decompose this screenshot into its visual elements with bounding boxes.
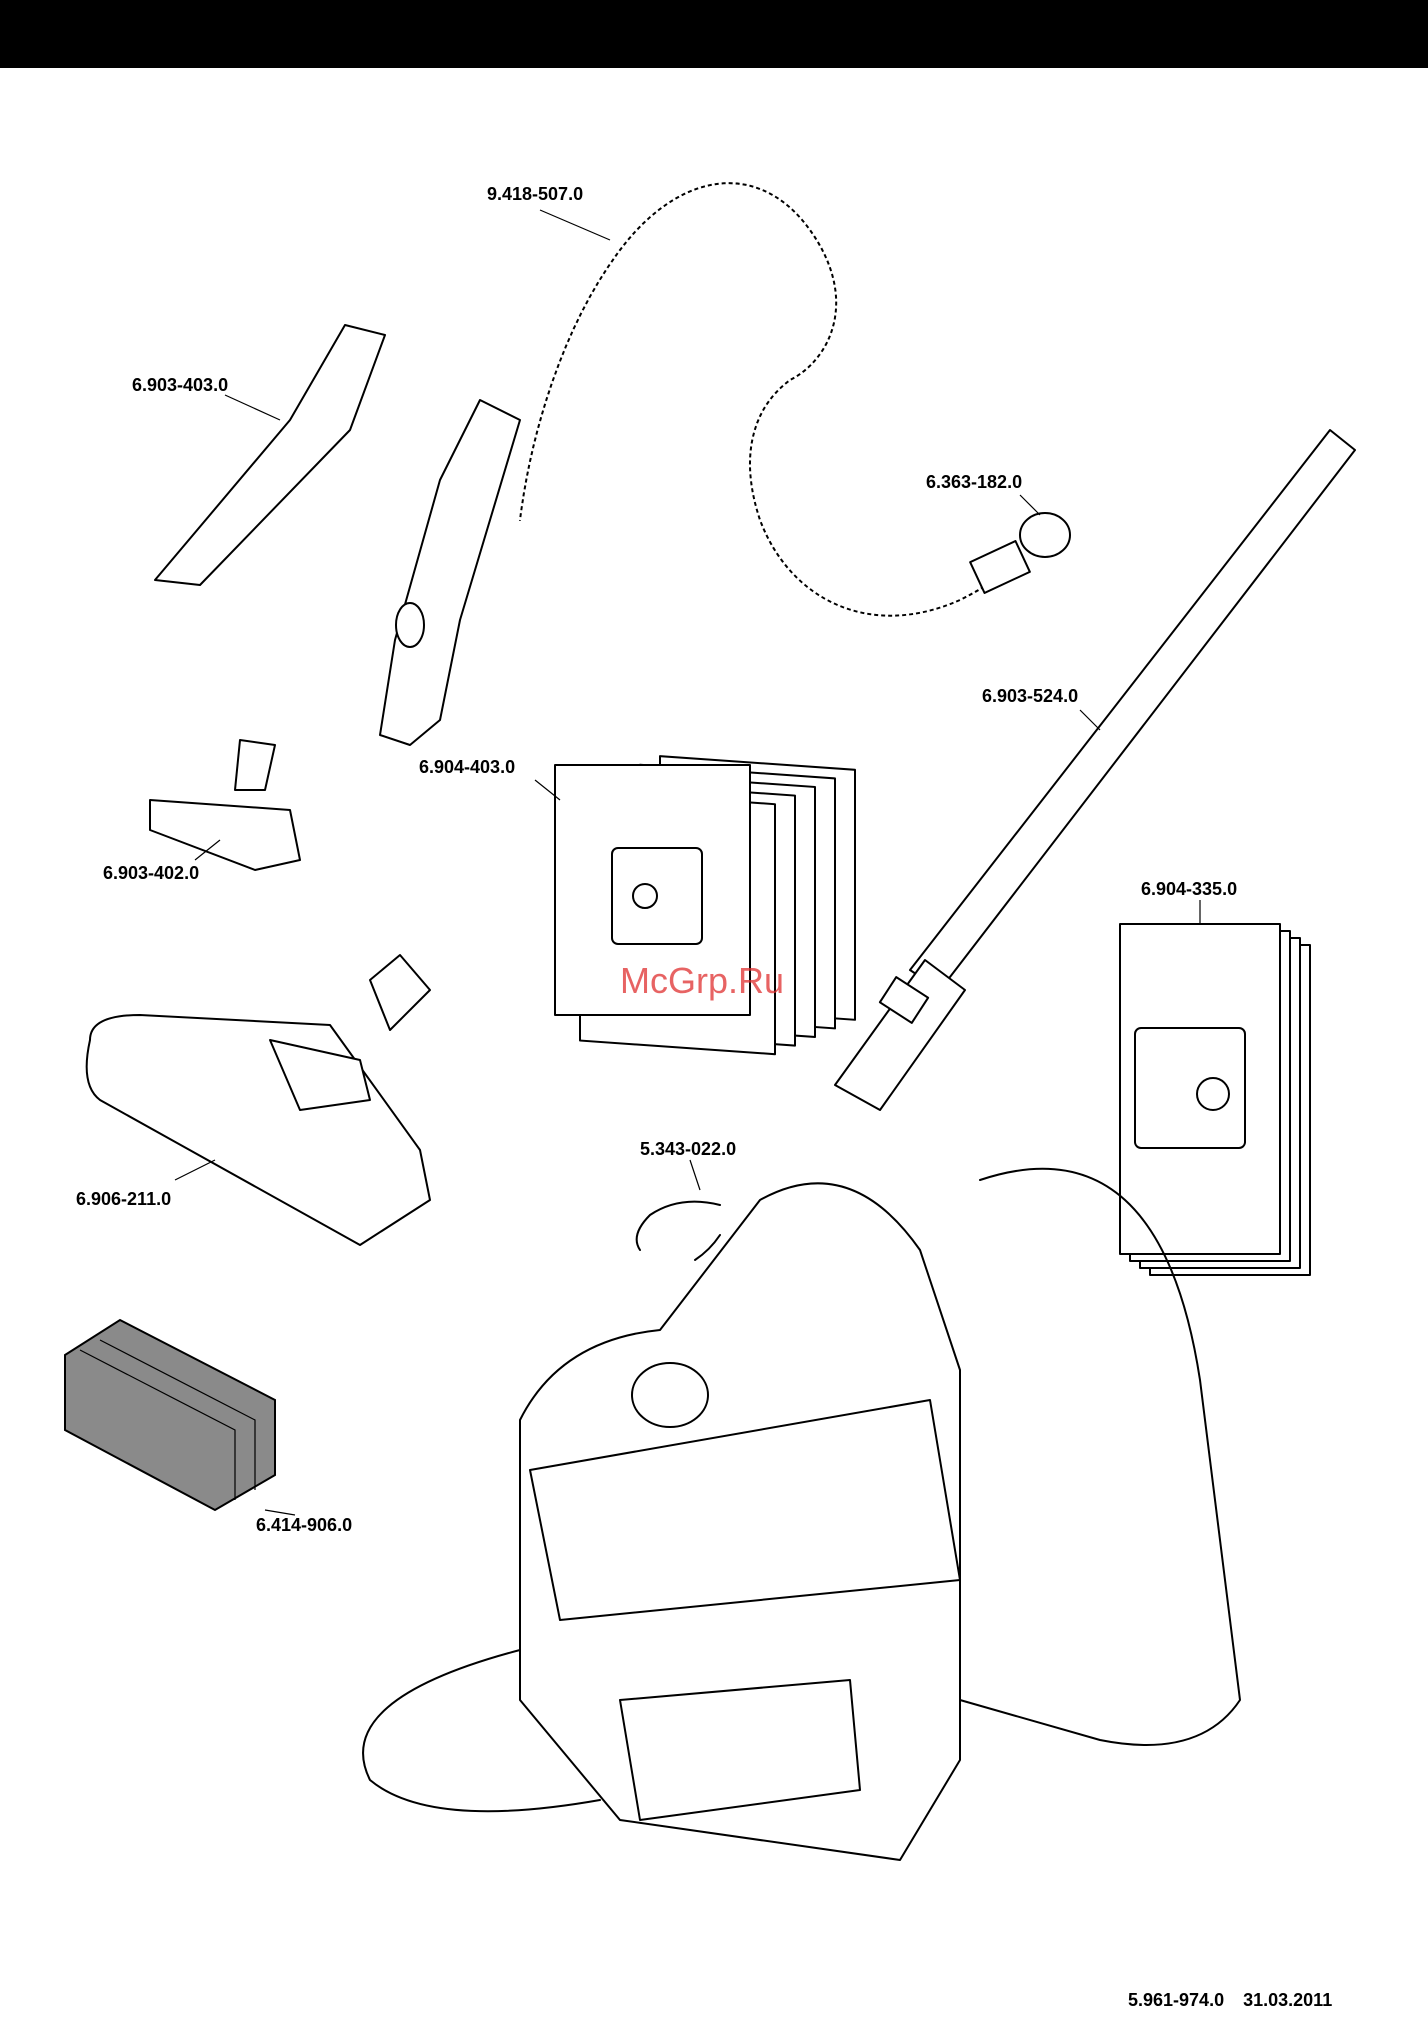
clip-drawing xyxy=(637,1202,720,1260)
filter-bags-drawing xyxy=(555,756,855,1054)
part-label-filter-bags: 6.904-403.0 xyxy=(419,758,515,776)
part-label-suction-tube: 6.903-524.0 xyxy=(982,687,1078,705)
o-ring-drawing xyxy=(1020,513,1070,557)
crevice-nozzle-drawing xyxy=(155,325,385,585)
part-label-crevice-nozzle: 6.903-403.0 xyxy=(132,376,228,394)
upholstery-nozzle-drawing xyxy=(150,740,300,870)
part-label-floor-nozzle: 6.906-211.0 xyxy=(76,1190,171,1208)
part-label-hose: 9.418-507.0 xyxy=(487,185,583,203)
footer-doc-info: 5.961-974.0 31.03.2011 xyxy=(1128,1990,1332,2011)
backpack-vacuum-drawing xyxy=(363,1169,1240,1860)
hose-drawing xyxy=(380,183,1030,745)
watermark-text: McGrp.Ru xyxy=(620,960,784,1002)
part-label-upholstery-nozzle: 6.903-402.0 xyxy=(103,864,199,882)
part-label-foam-filter: 6.414-906.0 xyxy=(256,1516,352,1534)
part-label-o-ring: 6.363-182.0 xyxy=(926,473,1022,491)
part-label-clip: 5.343-022.0 xyxy=(640,1140,736,1158)
doc-number: 5.961-974.0 xyxy=(1128,1990,1224,2010)
fleece-bags-drawing xyxy=(1120,924,1310,1275)
part-label-fleece-bags: 6.904-335.0 xyxy=(1141,880,1237,898)
foam-filter-drawing xyxy=(65,1320,275,1510)
doc-date: 31.03.2011 xyxy=(1243,1990,1332,2010)
